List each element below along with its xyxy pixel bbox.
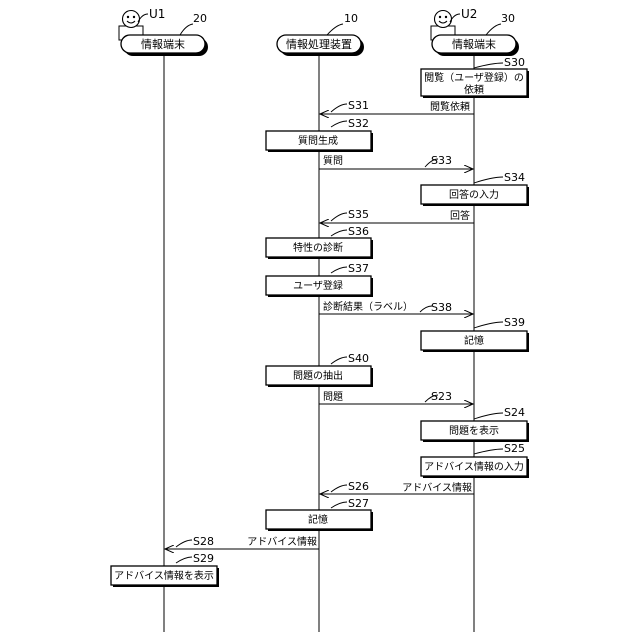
header-server-label: 情報処理装置 [286, 38, 352, 51]
header-terminal-left-label: 情報端末 [141, 37, 185, 51]
step-s39: S39 記憶 [421, 316, 529, 352]
step-s26: S26 アドバイス情報 [320, 480, 474, 494]
step-s30-line1: 閲覧（ユーザ登録）の [424, 71, 524, 84]
step-s40-label: 問題の抽出 [293, 369, 343, 382]
step-s23-id: S23 [431, 390, 452, 403]
step-s30-id: S30 [504, 56, 525, 69]
step-s29-label: アドバイス情報を表示 [114, 569, 214, 582]
header-terminal-right-label: 情報端末 [452, 37, 496, 51]
step-s32-label: 質問生成 [298, 134, 338, 147]
step-s38-label: 診断結果（ラベル） [323, 300, 413, 313]
step-s35-label: 回答 [450, 209, 470, 222]
step-s33-id: S33 [431, 154, 452, 167]
step-s39-label: 記憶 [464, 334, 484, 347]
step-s25-label: アドバイス情報の入力 [424, 460, 524, 473]
step-s28-label: アドバイス情報 [247, 535, 317, 548]
step-s23: 問題 S23 [319, 390, 473, 404]
step-s29-id: S29 [193, 552, 214, 565]
step-s31: S31 閲覧依頼 [320, 99, 474, 114]
step-s32-id: S32 [348, 117, 369, 130]
step-s34-label: 回答の入力 [449, 188, 499, 201]
header-terminal-left-number: 20 [193, 12, 207, 25]
actor-u2-label: U2 [461, 7, 477, 21]
step-s30: S30 閲覧（ユーザ登録）の 依頼 [421, 56, 529, 98]
header-server: 10 情報処理装置 [277, 12, 364, 56]
step-s30-line2: 依頼 [464, 83, 484, 96]
step-s34: S34 回答の入力 [421, 171, 529, 206]
step-s26-label: アドバイス情報 [402, 481, 472, 494]
step-s33-label: 質問 [323, 154, 343, 167]
step-s34-id: S34 [504, 171, 525, 184]
step-s33: 質問 S33 [319, 154, 473, 169]
step-s25: S25 アドバイス情報の入力 [421, 442, 529, 478]
step-s36-id: S36 [348, 225, 369, 238]
step-s31-id: S31 [348, 99, 369, 112]
actor-u1-label: U1 [149, 7, 165, 21]
step-s38: 診断結果（ラベル） S38 [319, 300, 473, 314]
step-s28: S28 アドバイス情報 [165, 535, 319, 549]
step-s37-id: S37 [348, 262, 369, 275]
step-s38-id: S38 [431, 301, 452, 314]
step-s35: S35 回答 [320, 208, 474, 223]
header-server-number: 10 [344, 12, 358, 25]
step-s23-label: 問題 [323, 391, 343, 403]
step-s26-id: S26 [348, 480, 369, 493]
step-s29: S29 アドバイス情報を表示 [111, 552, 219, 587]
step-s31-label: 閲覧依頼 [430, 100, 470, 113]
step-s27-id: S27 [348, 497, 369, 510]
step-s24-label: 問題を表示 [449, 424, 499, 437]
step-s36-label: 特性の診断 [293, 241, 343, 254]
step-s35-id: S35 [348, 208, 369, 221]
step-s24-id: S24 [504, 406, 525, 419]
step-s28-id: S28 [193, 535, 214, 548]
step-s27-label: 記憶 [308, 513, 328, 526]
step-s24: S24 問題を表示 [421, 406, 529, 442]
step-s37-label: ユーザ登録 [293, 279, 343, 292]
header-terminal-right-number: 30 [501, 12, 515, 25]
step-s25-id: S25 [504, 442, 525, 455]
step-s39-id: S39 [504, 316, 525, 329]
step-s40-id: S40 [348, 352, 369, 365]
